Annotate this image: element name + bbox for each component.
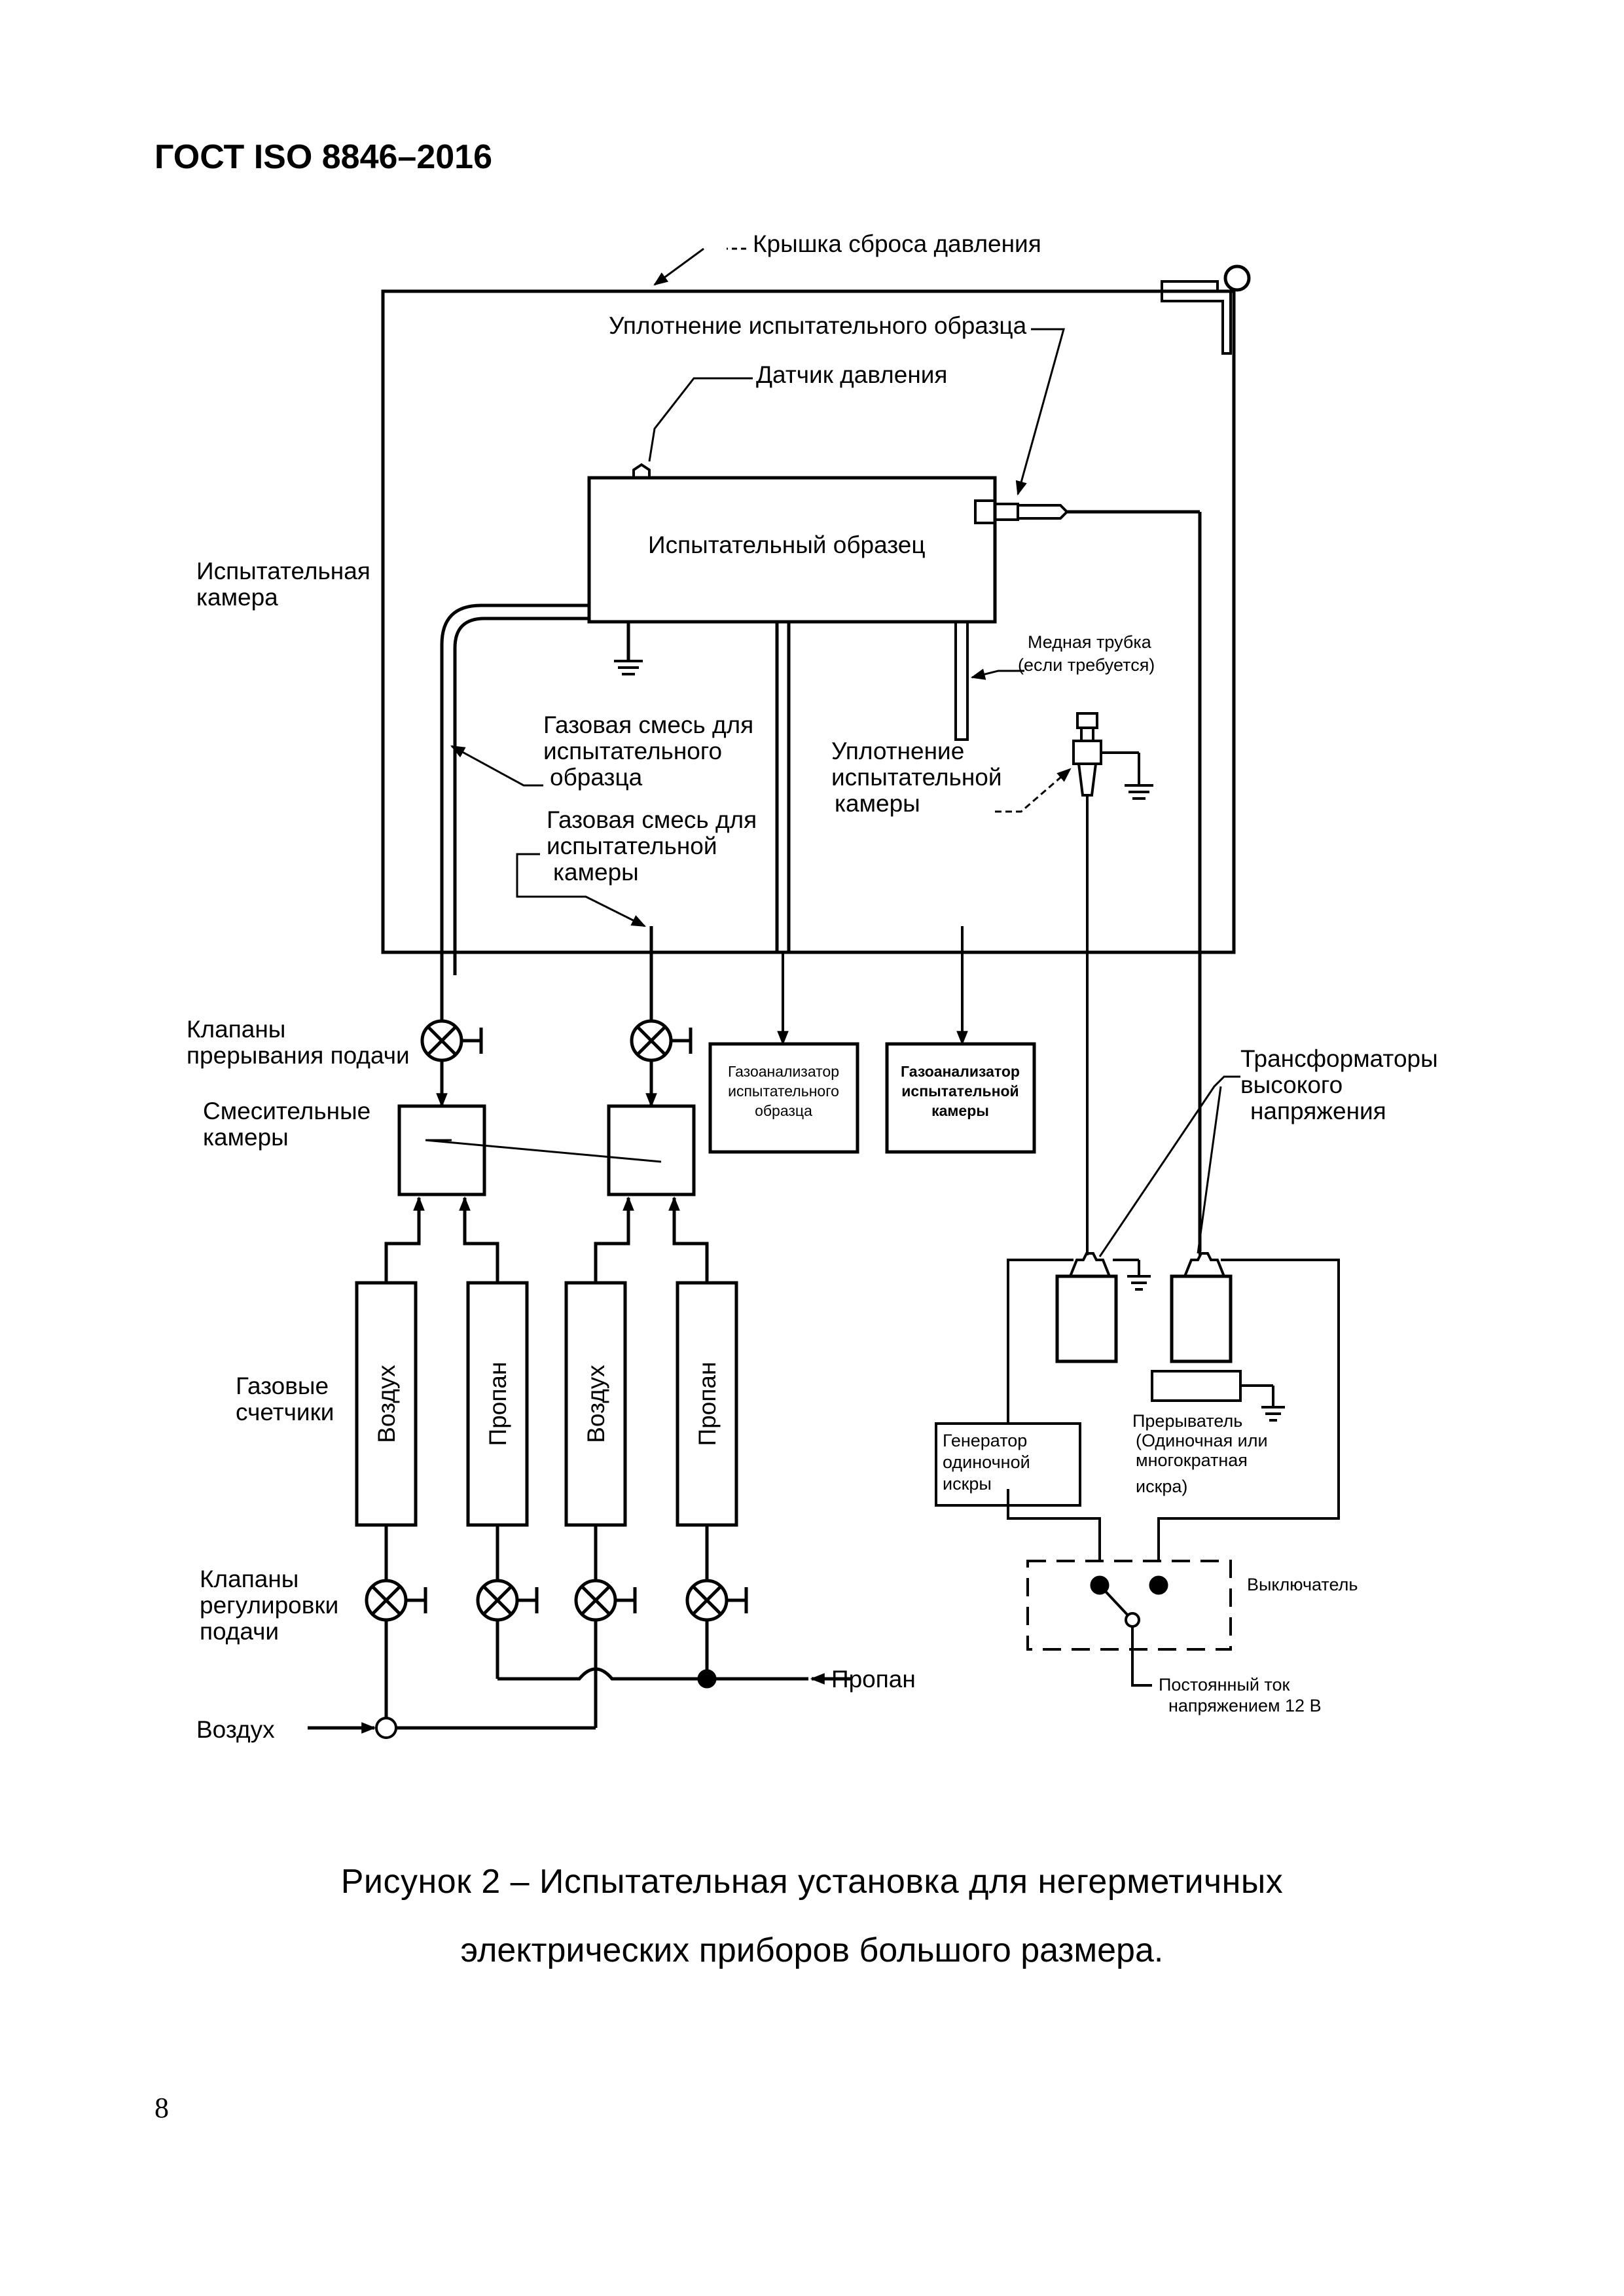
label-analyzer-chamber-3: камеры [931,1102,989,1119]
test-chamber-box [381,289,1236,954]
analyzer-sample-box [708,1042,859,1154]
switch-box [1026,1560,1232,1651]
figure-caption-line-2: электрических приборов большого размера. [460,1931,1164,1969]
label-shutoff-valves-1: Клапаны [187,1016,285,1043]
label-dc-2: напряжением 12 В [1168,1696,1322,1715]
test-sample-box [587,476,997,624]
label-test-chamber-2: камера [196,584,278,611]
label-interrupter-2: (Одиночная или [1136,1431,1268,1450]
label-transformers-3: напряжения [1250,1098,1386,1124]
label-interrupter-3: многократная [1136,1450,1248,1470]
label-analyzer-sample-2: испытательного [728,1083,839,1100]
analyzer-chamber-box [885,1042,1036,1154]
label-chamber-gas-3: камеры [553,859,639,886]
label-air-in: Воздух [196,1716,275,1743]
page-number: 8 [154,2092,169,2124]
label-spark-gen-3: искры [943,1474,992,1494]
interrupter-box [1151,1370,1242,1402]
label-copper-tube: Медная трубка [1028,632,1152,652]
label-transformers-2: высокого [1240,1071,1343,1098]
label-regulating-valves-1: Клапаны [200,1566,298,1592]
copper-tube [954,620,969,741]
pressure-relief-cover [1161,280,1232,355]
label-analyzer-chamber-1: Газоанализатор [901,1063,1020,1080]
label-analyzer-chamber-2: испытательной [901,1083,1019,1100]
spark-generator-box [935,1422,1081,1507]
label-transformers-1: Трансформаторы [1240,1045,1438,1072]
label-chamber-gas-1: Газовая смесь для [547,806,757,833]
label-meter-air-1: Воздух [373,1365,400,1443]
mixing-chamber-chamber [607,1104,696,1196]
label-pressure-sensor: Датчик давления [756,361,947,388]
standard-header: ГОСТ ISO 8846–2016 [154,138,493,176]
regulating-valve-propane-1 [476,1579,539,1622]
label-mixing-chambers-1: Смесительные [203,1098,370,1124]
label-propane-in: Пропан [831,1666,916,1693]
label-meter-air-2: Воздух [583,1365,609,1443]
label-test-chamber: Испытательная [196,558,370,584]
label-interrupter-4: искра) [1136,1477,1187,1496]
label-analyzer-sample-3: образца [755,1102,812,1119]
label-interrupter-1: Прерыватель [1132,1411,1242,1431]
label-analyzer-sample-1: Газоанализатор [728,1063,839,1080]
label-switch: Выключатель [1247,1575,1358,1594]
label-meter-propane-2: Пропан [694,1362,721,1446]
label-chamber-gas-2: испытательной [547,833,717,859]
label-mixing-chambers-2: камеры [203,1124,289,1151]
label-test-sample: Испытательный образец [648,531,926,558]
label-sample-gas-1: Газовая смесь для [543,711,753,738]
label-copper-tube-2: (если требуется) [1018,655,1155,675]
regulating-valve-air-2 [574,1579,637,1622]
label-spark-gen-2: одиночной [943,1452,1030,1472]
label-regulating-valves-3: подачи [200,1618,279,1645]
label-regulating-valves-2: регулировки [200,1592,338,1619]
label-gas-meters-1: Газовые [236,1372,329,1399]
label-chamber-seal-2: испытательной [831,764,1002,791]
label-sample-gas-2: испытательного [543,738,722,764]
regulating-valve-air-1 [365,1579,427,1622]
pressure-sensor-icon [632,463,651,478]
label-gas-meters-2: счетчики [236,1399,334,1426]
transformer-2 [1170,1274,1233,1363]
label-chamber-seal-3: камеры [835,790,920,817]
label-meter-propane-1: Пропан [484,1362,511,1446]
label-dc-1: Постоянный ток [1159,1675,1290,1695]
label-sample-seal: Уплотнение испытательного образца [609,312,1027,339]
label-chamber-seal-1: Уплотнение [831,738,964,764]
label-spark-gen-1: Генератор [943,1431,1027,1450]
transformer-1 [1055,1274,1118,1363]
figure-caption-line-1: Рисунок 2 – Испытательная установка для … [340,1863,1284,1901]
label-pressure-relief-cover: Крышка сброса давления [753,230,1041,257]
label-sample-gas-3: образца [550,764,643,791]
regulating-valve-propane-2 [685,1579,748,1622]
label-shutoff-valves-2: прерывания подачи [187,1042,410,1069]
mixing-chamber-sample [397,1104,486,1196]
